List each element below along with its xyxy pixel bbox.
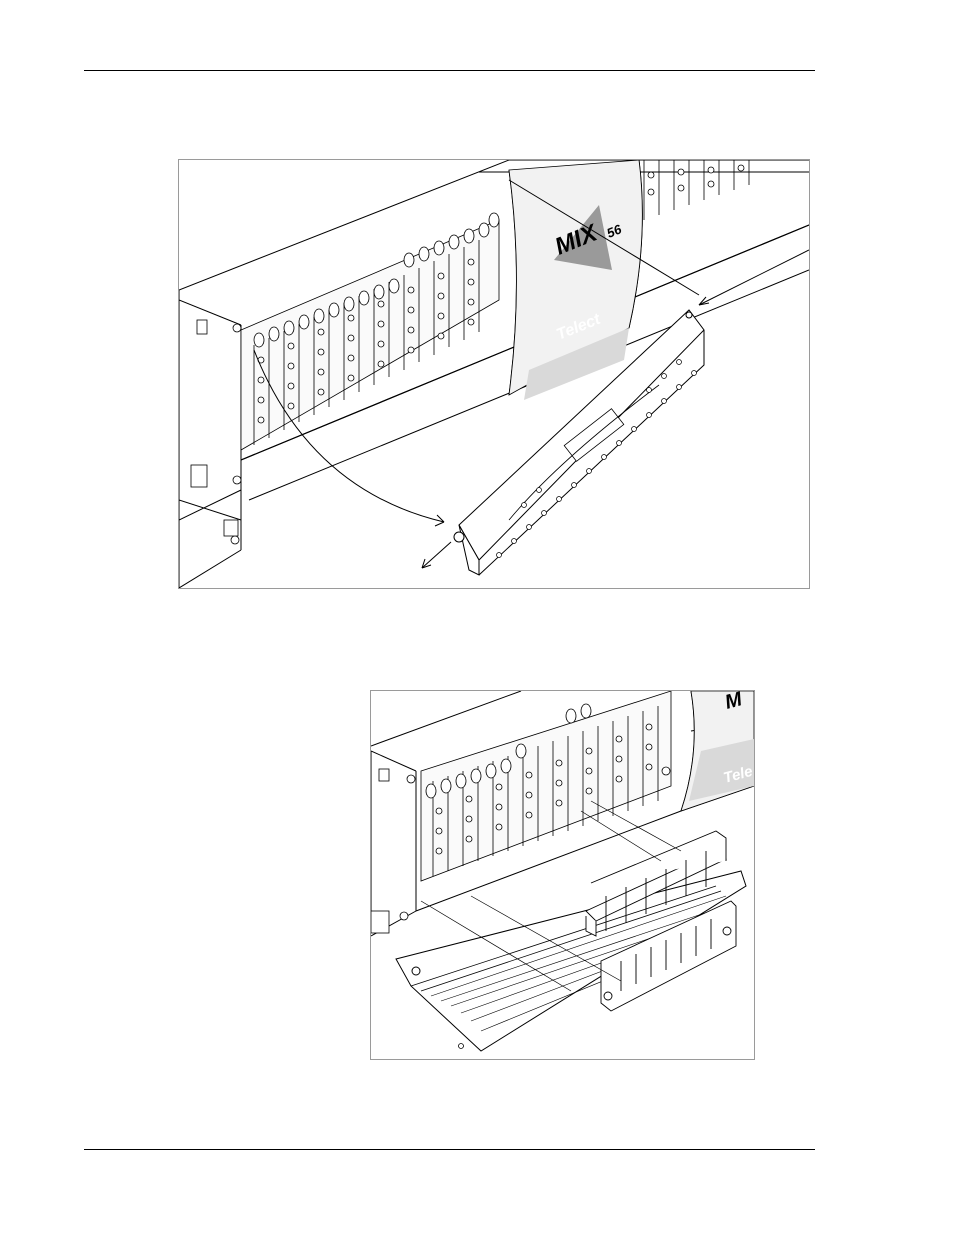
header-rule [84, 70, 815, 71]
cover-screw-left [454, 532, 464, 542]
figure-cover-open-tray: M Tele [370, 690, 755, 1060]
figure-front-cover-removal: MIX 56 Telect [178, 159, 810, 589]
jack-modules [421, 691, 671, 881]
footer-rule [84, 1149, 815, 1150]
figure-1-illustration: MIX 56 Telect [179, 160, 809, 588]
cover-screw-right [686, 312, 692, 318]
jack-modules-left [241, 213, 499, 450]
figure-2-illustration: M Tele [371, 691, 754, 1059]
jack-modules-right [644, 160, 749, 220]
